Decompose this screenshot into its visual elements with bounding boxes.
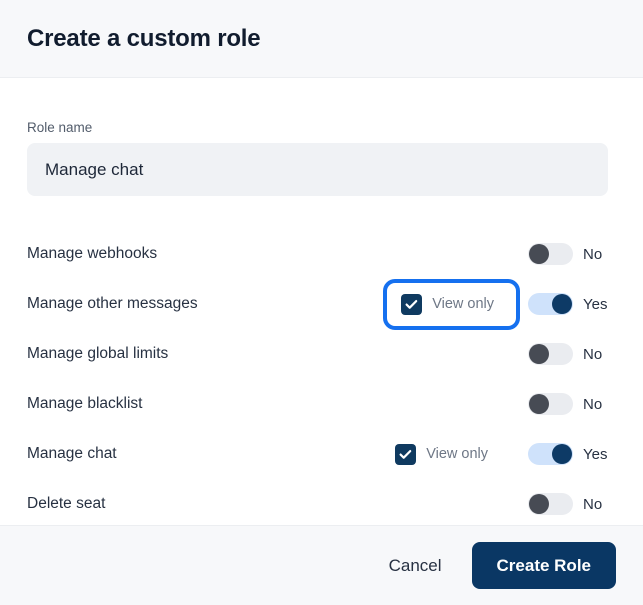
- permission-label: Manage blacklist: [27, 395, 143, 412]
- toggle-knob: [552, 294, 572, 314]
- permission-toggle[interactable]: [528, 293, 573, 315]
- permission-label: Delete seat: [27, 495, 106, 512]
- view-only-checkbox-group[interactable]: View only: [377, 429, 506, 480]
- permission-row: Manage global limits No: [27, 329, 616, 379]
- permission-toggle-group: No: [528, 343, 616, 365]
- toggle-knob: [529, 494, 549, 514]
- permission-label: Manage global limits: [27, 345, 169, 362]
- role-name-field-group: Role name: [27, 78, 616, 196]
- permission-toggle-group: Yes: [528, 443, 616, 465]
- toggle-knob: [529, 344, 549, 364]
- view-only-label: View only: [426, 446, 488, 462]
- permission-toggle[interactable]: [528, 393, 573, 415]
- permission-toggle[interactable]: [528, 443, 573, 465]
- cancel-button[interactable]: Cancel: [383, 546, 448, 586]
- page-title: Create a custom role: [27, 24, 261, 52]
- toggle-state-label: No: [583, 345, 603, 363]
- toggle-state-label: Yes: [583, 445, 608, 463]
- permission-toggle[interactable]: [528, 243, 573, 265]
- permission-row: Delete seat No: [27, 479, 616, 525]
- toggle-state-label: No: [583, 395, 603, 413]
- check-icon: [399, 449, 412, 459]
- permission-toggle-group: No: [528, 393, 616, 415]
- toggle-state-label: Yes: [583, 295, 608, 313]
- role-name-input[interactable]: [27, 143, 608, 196]
- permission-toggle[interactable]: [528, 493, 573, 515]
- dialog-footer: Cancel Create Role: [0, 525, 643, 605]
- permission-label: Manage webhooks: [27, 245, 158, 262]
- check-icon: [405, 299, 418, 309]
- create-role-button[interactable]: Create Role: [471, 542, 616, 589]
- permission-toggle[interactable]: [528, 343, 573, 365]
- permission-label: Manage chat: [27, 445, 117, 462]
- toggle-knob: [552, 444, 572, 464]
- permission-toggle-group: Yes: [528, 293, 616, 315]
- permission-row: Manage other messages View only Yes: [27, 278, 616, 330]
- permission-label: Manage other messages: [27, 295, 198, 312]
- view-only-checkbox[interactable]: [395, 443, 417, 465]
- role-name-label: Role name: [27, 120, 93, 135]
- permission-toggle-group: No: [528, 493, 616, 515]
- view-only-checkbox[interactable]: [401, 293, 423, 315]
- permission-row: Manage blacklist No: [27, 379, 616, 429]
- toggle-knob: [529, 394, 549, 414]
- toggle-state-label: No: [583, 495, 603, 513]
- view-only-checkbox-group[interactable]: View only: [383, 278, 520, 330]
- toggle-knob: [529, 244, 549, 264]
- permission-row: Manage chat View only Yes: [27, 429, 616, 479]
- dialog-header: Create a custom role: [0, 0, 643, 78]
- permission-row: Manage webhooks No: [27, 229, 616, 279]
- permission-toggle-group: No: [528, 243, 616, 265]
- toggle-state-label: No: [583, 245, 603, 263]
- view-only-label: View only: [432, 296, 494, 312]
